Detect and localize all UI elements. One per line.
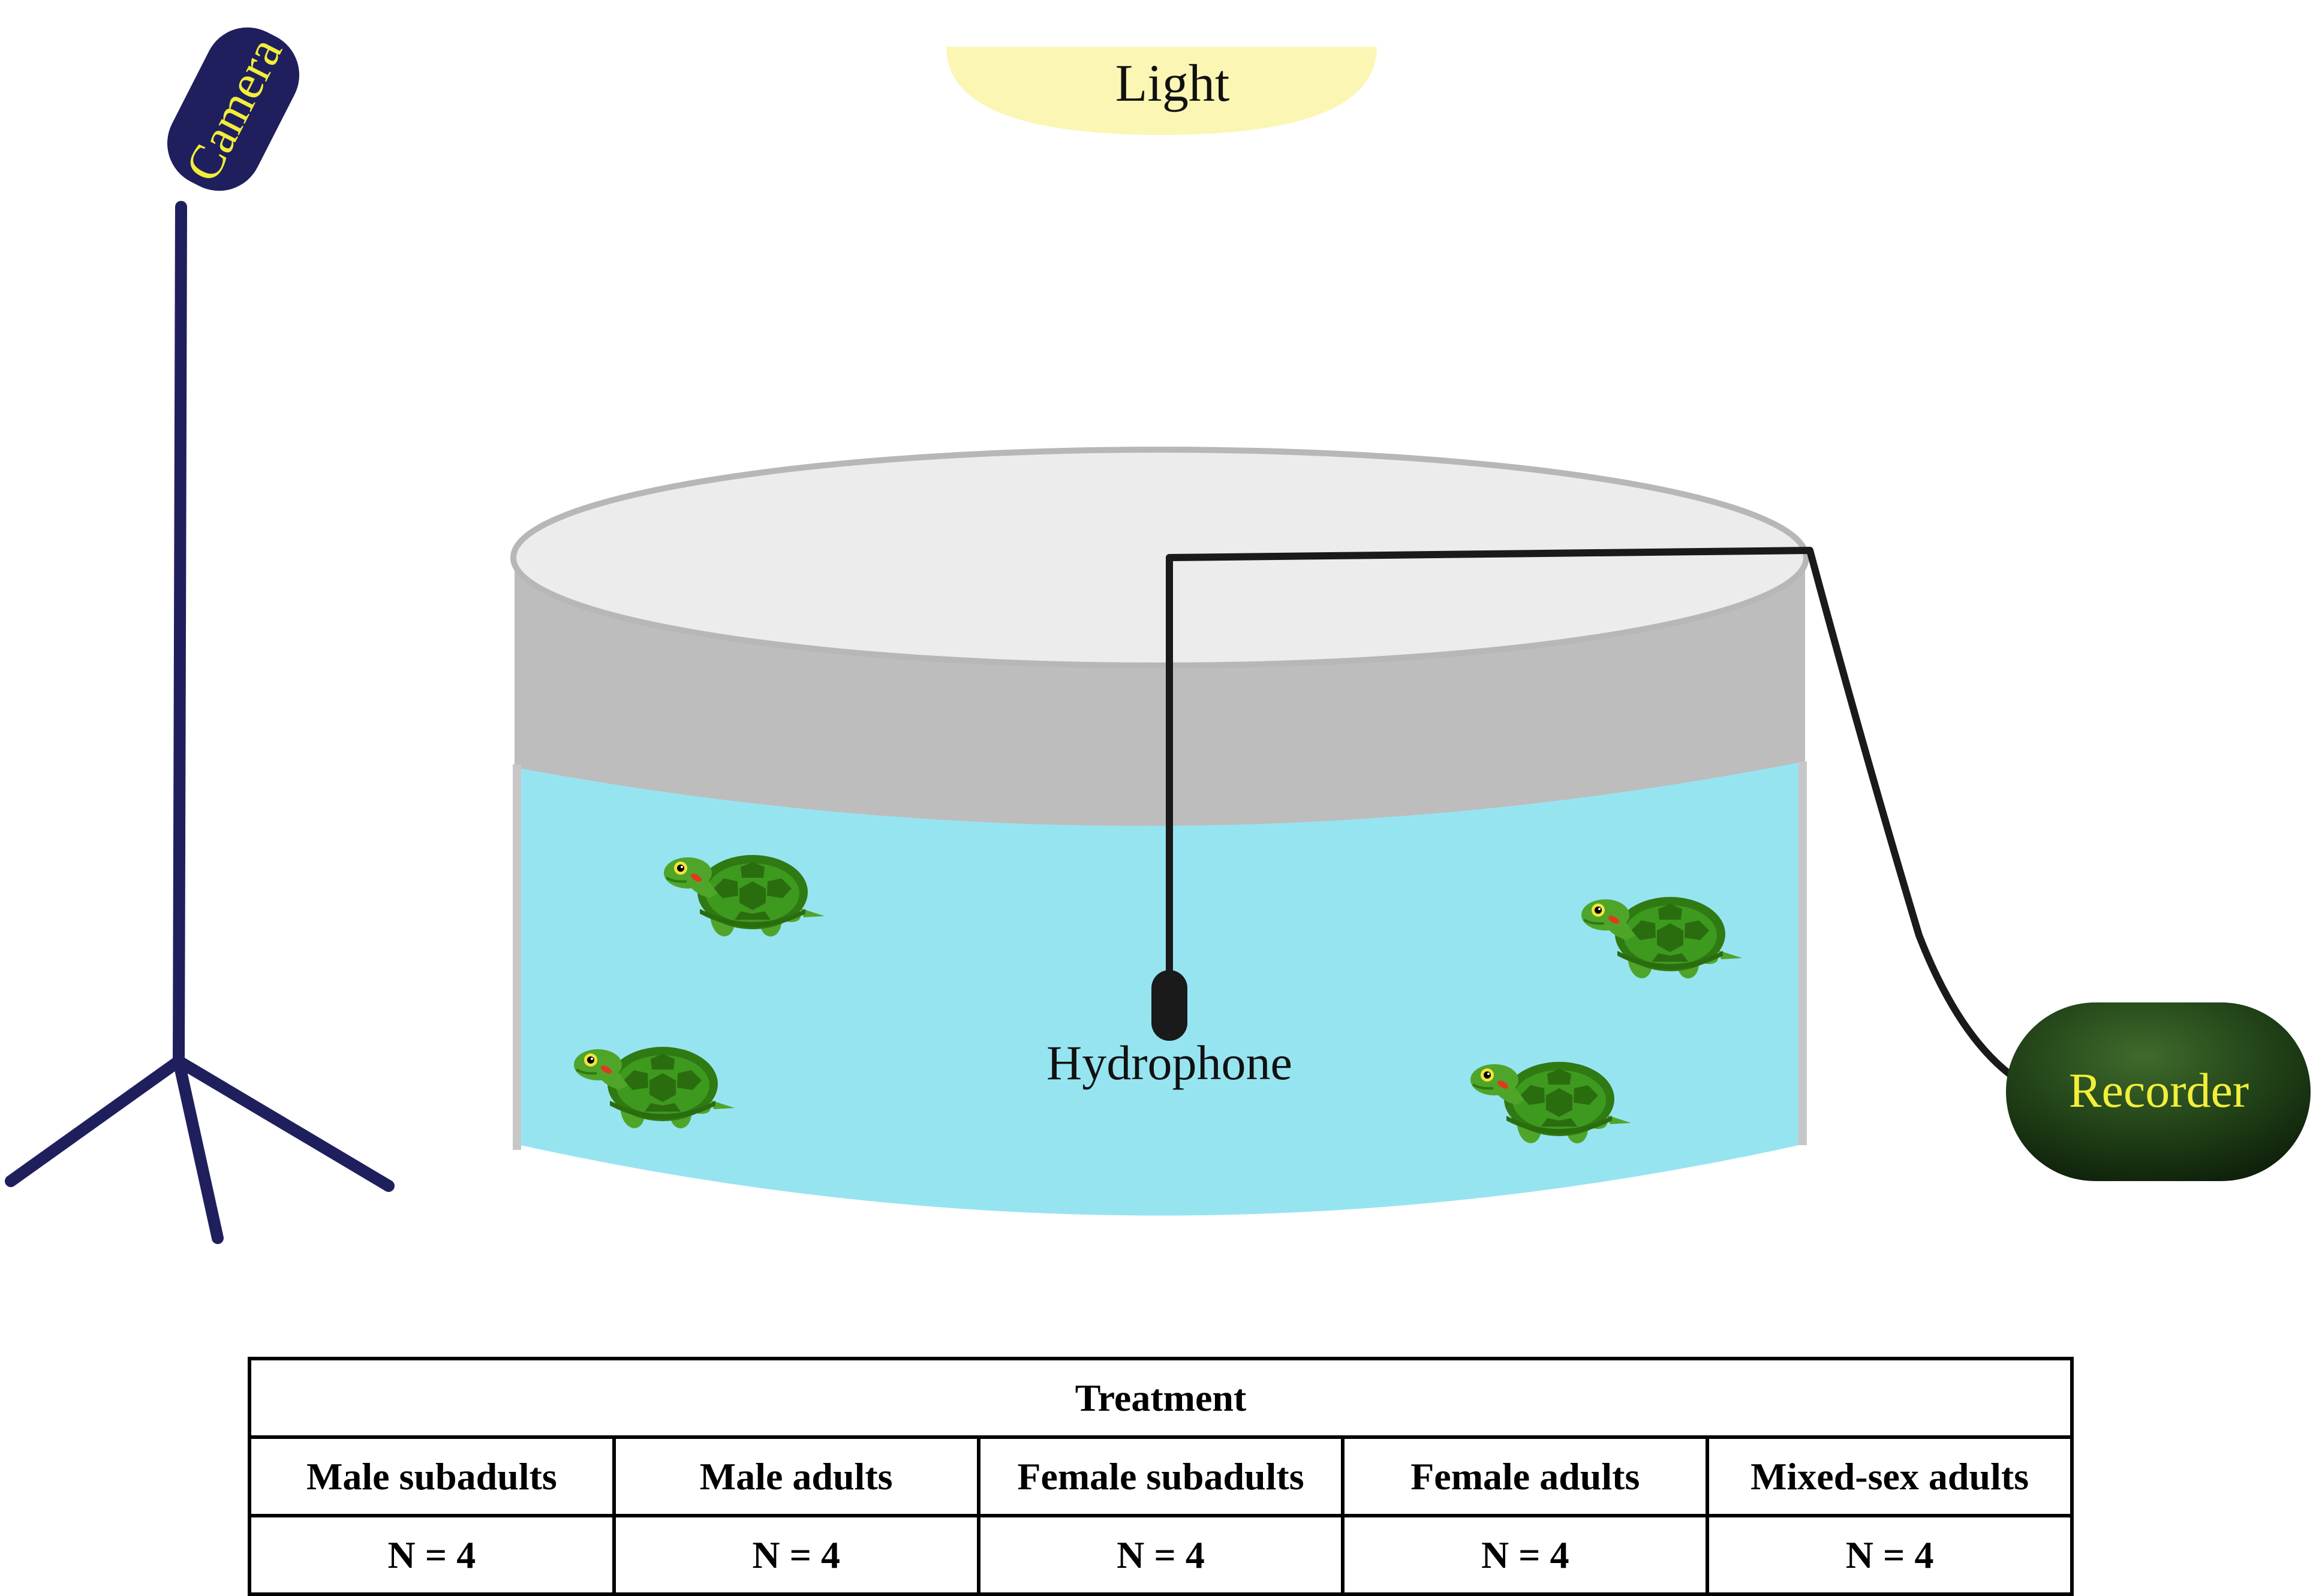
table-cell: N = 4 (612, 1514, 980, 1596)
table-title: Treatment (248, 1357, 2074, 1439)
light-label: Light (1115, 55, 1230, 113)
table-cell: N = 4 (248, 1514, 616, 1596)
treatment-table: Treatment Male subadults Male adults Fem… (248, 1357, 2074, 1596)
table-cell: N = 4 (976, 1514, 1345, 1596)
table-header-cell: Male subadults (248, 1435, 616, 1517)
table-row: N = 4 N = 4 N = 4 N = 4 N = 4 (248, 1514, 2074, 1596)
hydrophone-cable (1166, 547, 2023, 1086)
camera-icon: Camera (167, 27, 299, 191)
tank (510, 447, 1809, 1216)
table-cell: N = 4 (1706, 1514, 2074, 1596)
recorder-icon (2006, 1002, 2311, 1181)
hydrophone-icon (1151, 970, 1187, 1041)
tank-top (510, 447, 1809, 668)
camera-tripod (5, 201, 395, 1244)
hydrophone-label: Hydrophone (1046, 1035, 1292, 1090)
table-header-cell: Female adults (1341, 1435, 1710, 1517)
table-header-cell: Mixed-sex adults (1706, 1435, 2074, 1517)
table-header-cell: Female subadults (976, 1435, 1345, 1517)
light-glow (946, 47, 1377, 135)
table-header-row: Male subadults Male adults Female subadu… (248, 1435, 2074, 1517)
recorder-label: Recorder (2069, 1063, 2249, 1118)
table-header-cell: Male adults (612, 1435, 980, 1517)
table-cell: N = 4 (1341, 1514, 1710, 1596)
table-title-row: Treatment (248, 1357, 2074, 1439)
